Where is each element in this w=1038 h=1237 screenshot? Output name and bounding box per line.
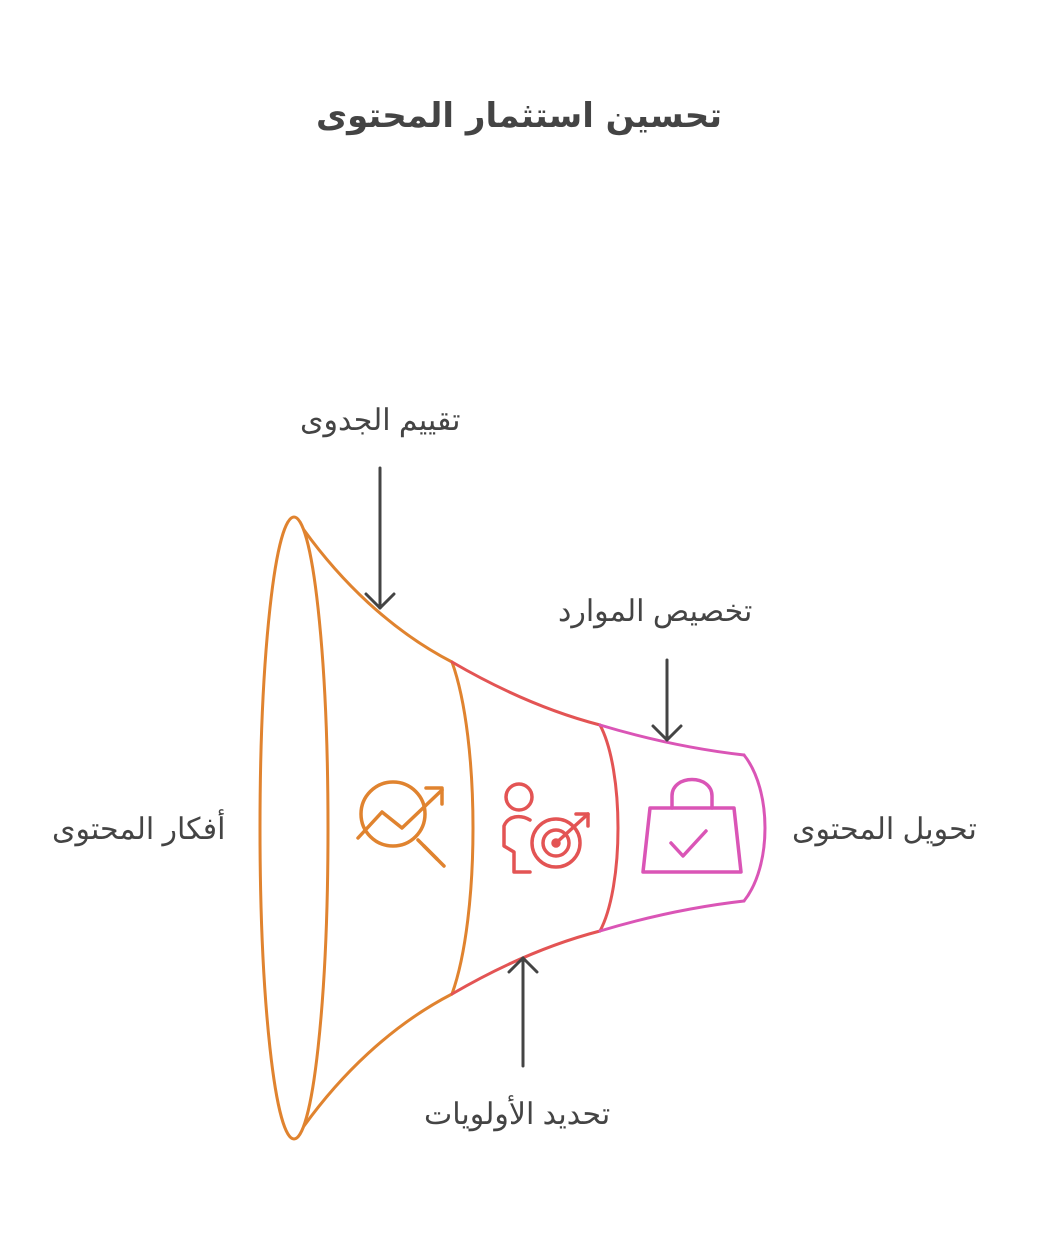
shopping-bag-check-icon	[641, 777, 743, 874]
arrows	[364, 466, 683, 1068]
stage-divider-1	[450, 660, 475, 996]
funnel-mouth-ellipse	[258, 515, 330, 1141]
label-feasibility-evaluation: تقييم الجدوى	[300, 404, 461, 437]
label-content-conversion: تحويل المحتوى	[792, 813, 977, 846]
funnel-end-curve	[742, 753, 767, 903]
funnel-top-edge-1	[302, 528, 454, 664]
label-prioritization: تحديد الأولويات	[424, 1098, 611, 1131]
stage-divider-2	[598, 723, 620, 933]
label-content-ideas: أفكار المحتوى	[52, 813, 226, 846]
arrow-resources	[651, 658, 683, 742]
funnel-top-edge-2	[450, 660, 602, 727]
funnel-bottom-edge-2	[450, 929, 602, 996]
funnel-top-edge-3	[598, 723, 746, 757]
funnel-bottom-edge-3	[598, 899, 746, 933]
funnel-bottom-edge-1	[302, 992, 454, 1128]
funnel-stage-feasibility	[258, 515, 475, 1141]
chart-magnifier-icon	[356, 780, 446, 868]
person-target-icon	[502, 782, 590, 874]
arrow-feasibility	[364, 466, 396, 610]
label-resource-allocation: تخصيص الموارد	[558, 595, 753, 628]
diagram-title: تحسين استثمار المحتوى	[315, 96, 723, 136]
funnel-stage-prioritization	[450, 660, 620, 996]
arrow-prioritization	[507, 956, 539, 1068]
funnel-stage-resources	[598, 723, 767, 933]
